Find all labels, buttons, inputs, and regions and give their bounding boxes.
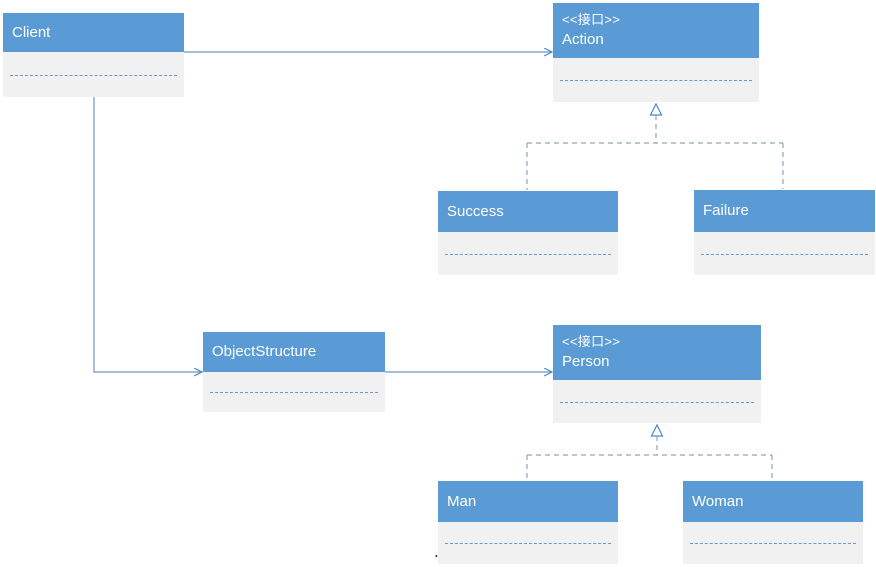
attribute-divider — [445, 543, 611, 544]
class-body — [694, 232, 875, 275]
class-header: Failure — [694, 190, 875, 232]
class-name-label: Success — [447, 202, 504, 220]
class-name-label: Woman — [692, 492, 744, 510]
stereotype-label: <<接口>> — [562, 334, 621, 349]
attribute-divider — [445, 253, 611, 255]
stereotype-label: <<接口>> — [562, 12, 621, 27]
class-body — [438, 232, 618, 275]
edge-realization-tree-person[interactable] — [526, 423, 773, 480]
class-name-label: Action — [562, 31, 604, 48]
class-header: Man — [438, 481, 618, 522]
class-name-label: ObjectStructure — [212, 343, 317, 360]
class-box-person[interactable]: <<接口>> Person — [553, 325, 761, 423]
class-body — [438, 522, 618, 564]
class-name-label: Failure — [703, 202, 749, 219]
hollow-triangle-arrowhead — [650, 423, 664, 437]
hollow-triangle-arrowhead — [649, 102, 663, 116]
class-body — [553, 380, 761, 423]
class-name-label: Client — [12, 23, 51, 41]
attribute-divider — [560, 401, 754, 403]
attribute-divider — [690, 543, 856, 544]
class-header: ObjectStructure — [203, 332, 385, 372]
attribute-divider — [701, 253, 868, 255]
class-header: Success — [438, 191, 618, 232]
class-box-client[interactable]: Client — [3, 13, 184, 97]
class-box-failure[interactable]: Failure — [694, 190, 875, 275]
class-box-man[interactable]: Man — [438, 481, 618, 564]
class-box-action[interactable]: <<接口>> Action — [553, 3, 759, 102]
class-header: <<接口>> Person — [553, 325, 761, 380]
class-header: <<接口>> Action — [553, 3, 759, 58]
edge-realization-tree-action[interactable] — [526, 102, 784, 190]
class-box-objectstructure[interactable]: ObjectStructure — [203, 332, 385, 412]
class-box-success[interactable]: Success — [438, 191, 618, 275]
class-name-label: Person — [562, 353, 610, 370]
class-box-woman[interactable]: Woman — [683, 481, 863, 564]
stray-period-text: . — [434, 542, 439, 561]
class-body — [3, 52, 184, 97]
class-header: Woman — [683, 481, 863, 522]
attribute-divider — [10, 74, 177, 76]
class-body — [203, 372, 385, 412]
attribute-divider — [560, 80, 752, 81]
class-body — [683, 522, 863, 564]
class-name-label: Man — [447, 492, 477, 510]
class-body — [553, 58, 759, 102]
attribute-divider — [210, 392, 378, 393]
class-header: Client — [3, 13, 184, 52]
edge-client-to-objectstructure[interactable] — [93, 96, 202, 372]
